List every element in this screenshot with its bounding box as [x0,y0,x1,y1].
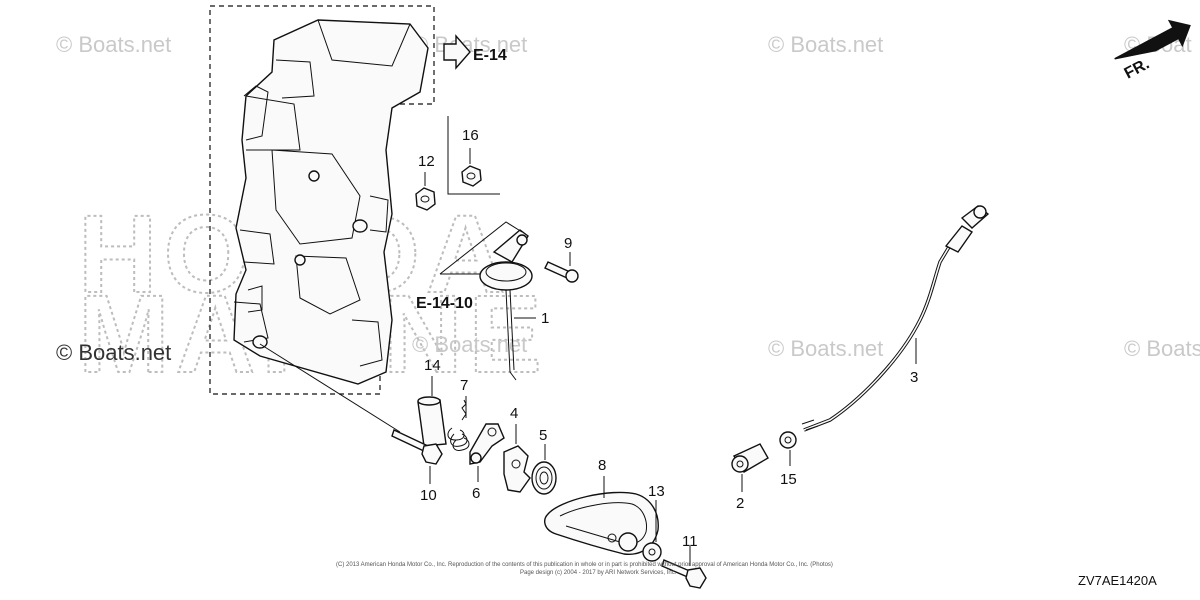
part-15-washer [779,431,797,449]
watermark: © Boats.net [768,336,883,361]
part-14-sleeve [417,396,447,447]
part-12-nut [415,187,436,211]
callout-9[interactable]: 9 [564,235,572,252]
part-4-plate [503,445,531,493]
part-3-rod [801,205,990,432]
callout-5[interactable]: 5 [539,427,547,444]
callout-14[interactable]: 14 [424,357,441,374]
callout-6[interactable]: 6 [472,485,480,502]
part-1-actuator [479,229,533,381]
callout-3[interactable]: 3 [910,369,918,386]
part-16-nut [461,165,482,187]
part-10-bolt [391,429,443,465]
throttle-body-housing [233,19,429,385]
ref-arrow-e14[interactable] [443,34,471,70]
watermark: © Boats.net [56,340,171,365]
callout-15[interactable]: 15 [780,471,797,488]
part-2-cable-end [731,443,769,473]
part-5-spring [531,461,557,495]
watermark: © Boats.net [56,32,171,57]
part-11-bolt [661,559,707,589]
callout-7[interactable]: 7 [460,377,468,394]
watermark: © Boats.net [768,32,883,57]
callout-8[interactable]: 8 [598,457,606,474]
watermark: © Boats.net [412,332,527,357]
callout-16[interactable]: 16 [462,127,479,144]
fr-label: FR. [1122,55,1153,82]
part-7-spring [447,399,470,451]
leader-line [439,221,523,275]
callout-13[interactable]: 13 [648,483,665,500]
leader-line [259,343,401,433]
part-13-washer [642,542,662,562]
callout-4[interactable]: 4 [510,405,518,422]
part-6-lever [469,423,505,465]
ref-e14[interactable]: E-14 [473,47,507,64]
diagram-code: ZV7AE1420A [1078,573,1157,588]
callout-2[interactable]: 2 [736,495,744,512]
part-8-cam [544,491,659,555]
watermark: © Boats.net [1124,336,1200,361]
callout-10[interactable]: 10 [420,487,437,504]
page-design-line: Page design (c) 2004 - 2017 by ARI Netwo… [520,570,677,576]
callout-11[interactable]: 11 [682,533,698,550]
copyright-line: (C) 2013 American Honda Motor Co., Inc. … [336,562,833,568]
part-9-screw [544,261,579,283]
callout-12[interactable]: 12 [418,153,435,170]
ref-e1410[interactable]: E-14-10 [416,295,473,312]
callout-1[interactable]: 1 [541,310,549,327]
callout-bracket [447,116,500,195]
